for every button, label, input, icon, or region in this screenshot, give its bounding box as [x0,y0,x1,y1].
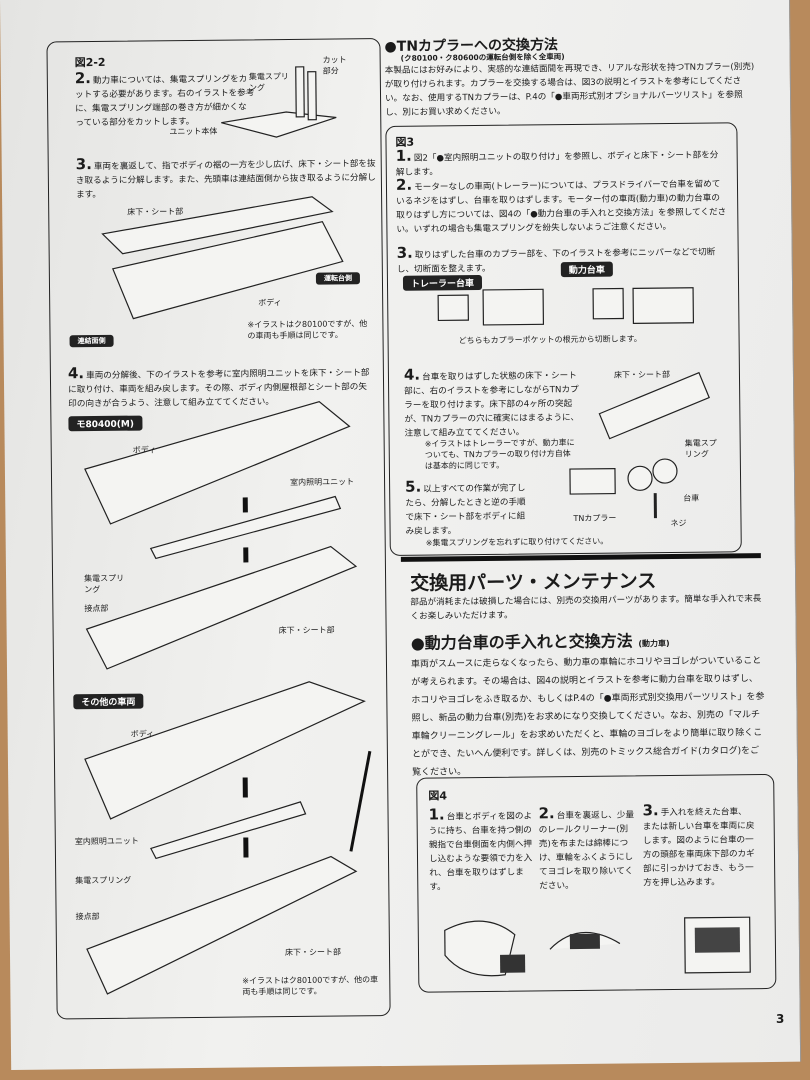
label-truck: 台車 [683,493,700,503]
label-body-2: ボディ [130,729,155,739]
label-contact-1: 接点部 [84,603,109,614]
label-spring-3: 集電スプリング [684,438,717,459]
tn-coupler-text: 本製品にはお好みにより、実感的な連結面間を再現でき、リアルな形状を持つTNカプラ… [384,62,755,118]
fig4-illustrations [444,916,751,977]
label-cab-side: 運転台側 [315,272,360,285]
cut-note: どちらもカプラーポケットの根元から切断します。 [458,334,642,346]
label-light-1: 室内照明ユニット [290,477,355,487]
label-floor-2: 床下・シート部 [284,947,342,958]
motor-title: ●動力台車の手入れと交換方法 (動力車) [410,631,670,653]
label-floor-1: 床下・シート部 [278,625,335,636]
label-contact-2: 接点部 [75,912,100,922]
parts-text: 部品が消耗または破損した場合には、別売の交換用パーツがあります。簡単な手入れで末… [410,594,762,622]
other-car-assembly-illustration [84,681,372,995]
motor-text: 車両がスムースに走らなくなったら、動力車の車輪にホコリやヨゴレがついていることが… [410,656,765,778]
parts-title: 交換用パーツ・メンテナンス [410,570,657,595]
tag-motor-truck: 動力台車 [560,261,613,278]
note-illustration-2: ※イラストはク80100ですが、他の車両も手順は同じです。 [242,975,379,997]
label-unit: ユニット本体 [169,126,218,137]
mo80400-assembly-illustration [84,401,358,670]
label-light-2: 室内照明ユニット [74,836,139,847]
fig4-step-1: 1.台車とボディを図のように持ち、台車を持つ側の親指で台車側面を内側へ押し込むよ… [428,805,533,893]
fig4-step-2: 2.台車を裏返し、少量のレールクリーナー(別売)を布または綿棒につけ、車輪をふく… [538,804,635,892]
note-illustration: ※イラストはク80100ですが、他の車両も手順は同じです。 [247,319,368,341]
label-floor-3: 床下・シート部 [613,370,671,380]
note-trailer: ※イラストはトレーラーですが、動力車についても、TNカプラーの取り付け方自体は基… [424,438,575,471]
spring-illustration [221,66,337,138]
tn-coupler-install-illustration [569,371,710,519]
label-body-1: ボディ [132,445,157,455]
label-body: ボディ [258,298,282,308]
fig-2-2-label: 図2-2 [74,55,106,70]
page-number: 3 [776,1012,785,1026]
fig3-step-4: 4.台車を取りはずした状態の床下・シート部に、右のイラストを参考にしながらTNカ… [403,365,579,439]
car-disassembly-illustration [101,196,344,320]
fig4-step-3: 3.手入れを終えた台車、または新しい台車を車両に戻します。図のように台車の一方の… [642,801,755,889]
coupler-cut-illustration [437,287,695,326]
fig3-step-2: 2.モーターなしの車両(トレーラー)については、プラスドライバーで台車を留めてい… [395,175,727,235]
label-screw: ネジ [670,518,687,529]
label-coupling-side: 連結面側 [69,334,114,348]
label-spring-2: 集電スプリング [75,875,132,886]
fig-4-label: 図4 [428,789,448,803]
label-tn-coupler: TNカプラー [573,513,617,524]
label-spring-1: 集電スプリング [84,573,125,595]
label-floor: 床下・シート部 [127,207,184,217]
note-spring: ※集電スプリングを忘れずに取り付けてください。 [425,536,609,548]
fig3-step-5: 5.以上すべての作業が完了したら、分解したときと逆の手順で床下・シート部をボディ… [405,477,526,537]
